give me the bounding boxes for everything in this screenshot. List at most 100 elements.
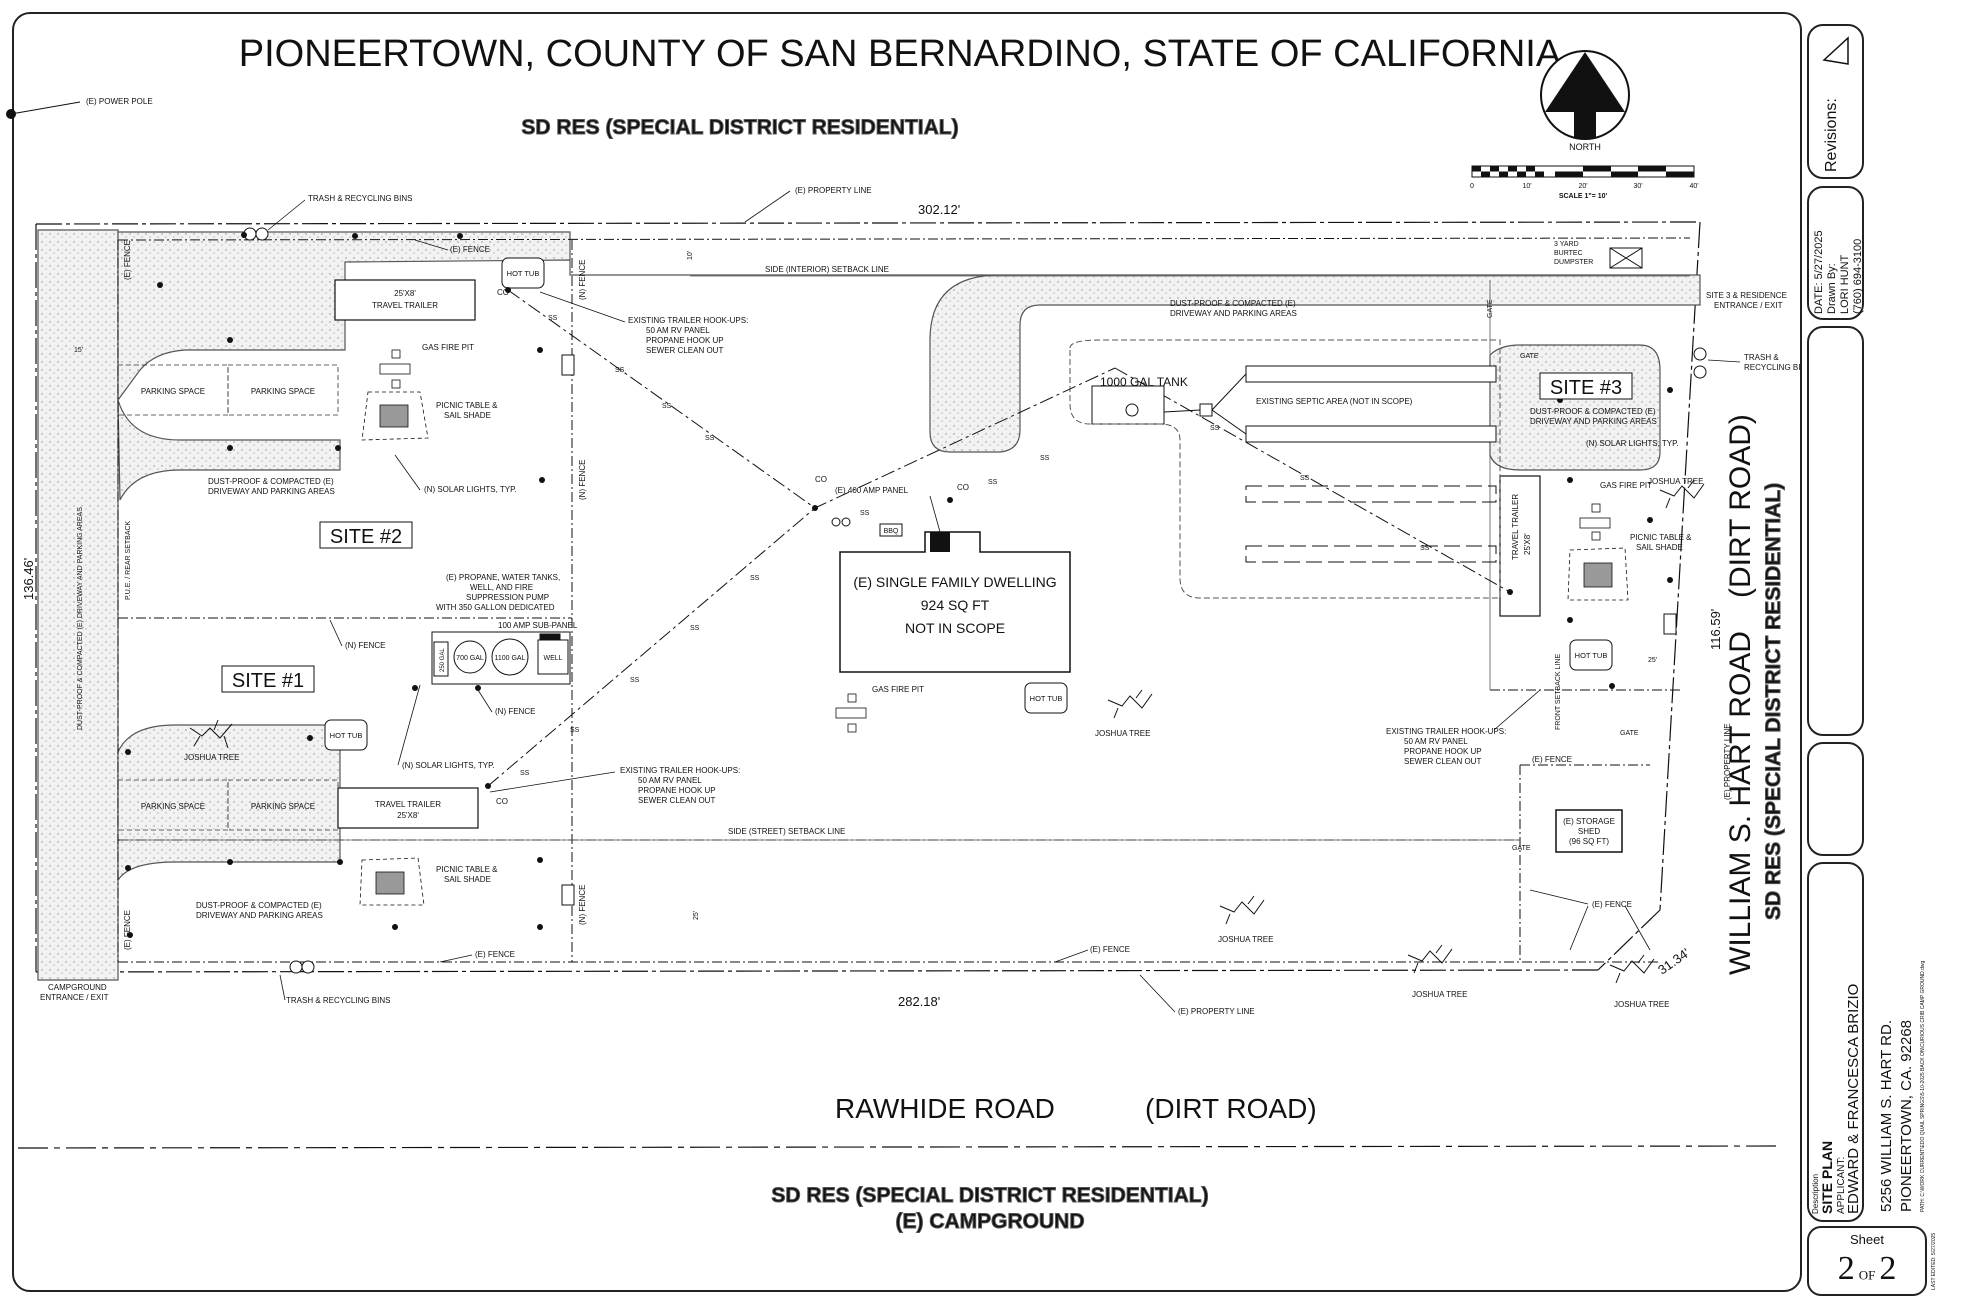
solar-label-3: (N) SOLAR LIGHTS, TYP. — [1586, 439, 1679, 448]
ss-label-10: SS — [520, 770, 530, 777]
solar-label-2: (N) SOLAR LIGHTS, TYP. — [402, 761, 495, 770]
septic-tank-lid — [1125, 403, 1139, 417]
camp-entrance-2: ENTRANCE / EXIT — [40, 993, 109, 1002]
site-2-label-box — [319, 521, 413, 549]
dim-left: 136.46' — [21, 558, 36, 600]
fence-n-vert3-label: (N) FENCE — [578, 885, 587, 925]
ss-label-2: SS — [615, 367, 625, 374]
hot-tubs — [324, 257, 1613, 751]
dwelling-line-2: 924 SQ FT — [921, 597, 990, 613]
parking-label-4: PARKING SPACE — [251, 802, 315, 811]
sheet-total: 2 — [1879, 1250, 1897, 1287]
dim-corner: 31.34' — [1655, 945, 1692, 977]
fences — [117, 237, 1691, 963]
picnic-tables — [359, 391, 1629, 906]
scale-tick-3: 30' — [1633, 183, 1642, 190]
propane-2: WELL, AND FIRE — [470, 583, 533, 592]
gate-label-2: GATE — [1520, 353, 1539, 360]
hookup-1-item3: SEWER CLEAN OUT — [646, 346, 723, 355]
hookup-2-item1: 50 AM RV PANEL — [638, 776, 702, 785]
meter-boxes — [561, 354, 1677, 906]
hot-tub-label-2: HOT TUB — [330, 731, 363, 740]
last-edited: LAST EDITED: 5/27/2025 — [1931, 1232, 1937, 1290]
parking-label-1: PARKING SPACE — [141, 387, 205, 396]
trash-bins-bottom — [289, 960, 315, 974]
fence-left-vert2-label: (E) FENCE — [123, 910, 132, 950]
sheet-number-box: Sheet 2 OF 2 — [1807, 1226, 1927, 1296]
ss-label-4: SS — [705, 435, 715, 442]
dim-bottom: 282.18' — [898, 994, 940, 1009]
joshua-label-3: JOSHUA TREE — [1218, 935, 1273, 944]
revisions-label: Revisions: — [1823, 98, 1840, 172]
drawing-title: PIONEERTOWN, COUNTY OF SAN BERNARDINO, S… — [239, 33, 1562, 75]
dumpster-label-3: DUMPSTER — [1554, 259, 1593, 266]
storage-label-3: (96 SQ FT) — [1569, 837, 1609, 846]
bin-b — [841, 517, 851, 527]
description-box: Description SITE PLAN APPLICANT: EDWARD … — [1807, 862, 1864, 1222]
ss-label-12: SS — [1040, 455, 1050, 462]
trash-right-label-1: TRASH & — [1744, 353, 1779, 362]
hookup-1-item2: PROPANE HOOK UP — [646, 336, 724, 345]
sheet-label: Sheet — [1850, 1232, 1884, 1247]
trailer-size-3: 25'X8' — [1523, 533, 1532, 555]
dust-label-1b: DRIVEWAY AND PARKING AREAS — [208, 487, 335, 496]
side-street-label: SIDE (STREET) SETBACK LINE — [728, 827, 845, 836]
hookup-3-item2: PROPANE HOOK UP — [1404, 747, 1482, 756]
ss-label-9: SS — [570, 727, 580, 734]
site3-entrance-1: SITE 3 & RESIDENCE — [1706, 291, 1787, 300]
power-pole-label: (E) POWER POLE — [86, 97, 153, 106]
sheet-title: SITE PLAN — [1819, 1140, 1835, 1214]
setback-lines — [120, 275, 1690, 841]
fence-right2-label: (E) FENCE — [1592, 900, 1632, 909]
septic-area-label: EXISTING SEPTIC AREA (NOT IN SCOPE) — [1256, 397, 1413, 406]
ss-label-15: SS — [1420, 545, 1430, 552]
rawhide-centerline — [17, 1145, 1781, 1149]
property-line-bottom-label: (E) PROPERTY LINE — [1178, 1007, 1255, 1016]
propane-4: WITH 350 GALLON DEDICATED — [436, 603, 555, 612]
hookup-3-item3: SEWER CLEAN OUT — [1404, 757, 1481, 766]
fence-n-vert1-label: (N) FENCE — [578, 260, 587, 300]
dust-label-2a: DUST-PROOF & COMPACTED (E) — [196, 901, 322, 910]
hookup-2-title: EXISTING TRAILER HOOK-UPS: — [620, 766, 740, 775]
camp-entrance-1: CAMPGROUND — [48, 983, 107, 992]
fire-pit-label-1: GAS FIRE PIT — [422, 343, 474, 352]
cleanouts — [485, 287, 1513, 789]
sheet-number: 2 OF 2 — [1809, 1250, 1925, 1288]
address-line-2: PIONEERTOWN, CA. 92268 — [1898, 1019, 1915, 1212]
travel-trailers — [334, 279, 1541, 829]
scale-tick-1: 10' — [1522, 183, 1531, 190]
dim-right: 116.59' — [1708, 609, 1723, 650]
dust-label-3b: DRIVEWAY AND PARKING AREAS — [1170, 309, 1297, 318]
rawhide-road-label: RAWHIDE ROAD — [835, 1093, 1055, 1124]
gate-label-4: GATE — [1512, 845, 1531, 852]
fence-left-vert-label: (E) FENCE — [123, 240, 132, 280]
dumpster-label-2: BURTEC — [1554, 250, 1583, 257]
site-1-label-box — [221, 665, 315, 693]
trailer-size-2: 25'X8' — [397, 811, 419, 820]
parking-label-3: PARKING SPACE — [141, 802, 205, 811]
co-label-4: CO — [957, 483, 969, 492]
dust-label-1a: DUST-PROOF & COMPACTED (E) — [208, 477, 334, 486]
drawn-by-label: Drawn By: — [1826, 263, 1838, 314]
hot-tub-label-4: HOT TUB — [1575, 651, 1608, 660]
site3-entrance-2: ENTRANCE / EXIT — [1714, 301, 1783, 310]
site-plan-drawing: PIONEERTOWN, COUNTY OF SAN BERNARDINO, S… — [6, 33, 1800, 1234]
septic-dbox — [1199, 403, 1213, 417]
bbq-box — [879, 523, 903, 537]
trailer-size-1: 25'X8' — [394, 289, 416, 298]
storage-shed — [1555, 809, 1623, 853]
zoning-bottom-2: (E) CAMPGROUND — [896, 1210, 1085, 1233]
picnic-1-line1: PICNIC TABLE & — [436, 401, 498, 410]
pue-label: P.U.E. / REAR SETBACK — [125, 520, 132, 600]
gate-label-1: GATE — [1487, 299, 1494, 318]
hookup-1-item1: 50 AM RV PANEL — [646, 326, 710, 335]
zoning-top: SD RES (SPECIAL DISTRICT RESIDENTIAL) — [521, 116, 958, 139]
sheet-border — [12, 12, 1802, 1292]
co-label-3: CO — [815, 475, 827, 484]
ss-label-14: SS — [1300, 475, 1310, 482]
picnic-2-line1: PICNIC TABLE & — [436, 865, 498, 874]
ss-label-1: SS — [548, 315, 558, 322]
trailer-label-1: TRAVEL TRAILER — [372, 301, 438, 310]
tank-700-label: 700 GAL — [456, 655, 484, 662]
scale-bar: 0 10' 20' 30' 40' SCALE 1"= 10' — [1470, 165, 1699, 200]
